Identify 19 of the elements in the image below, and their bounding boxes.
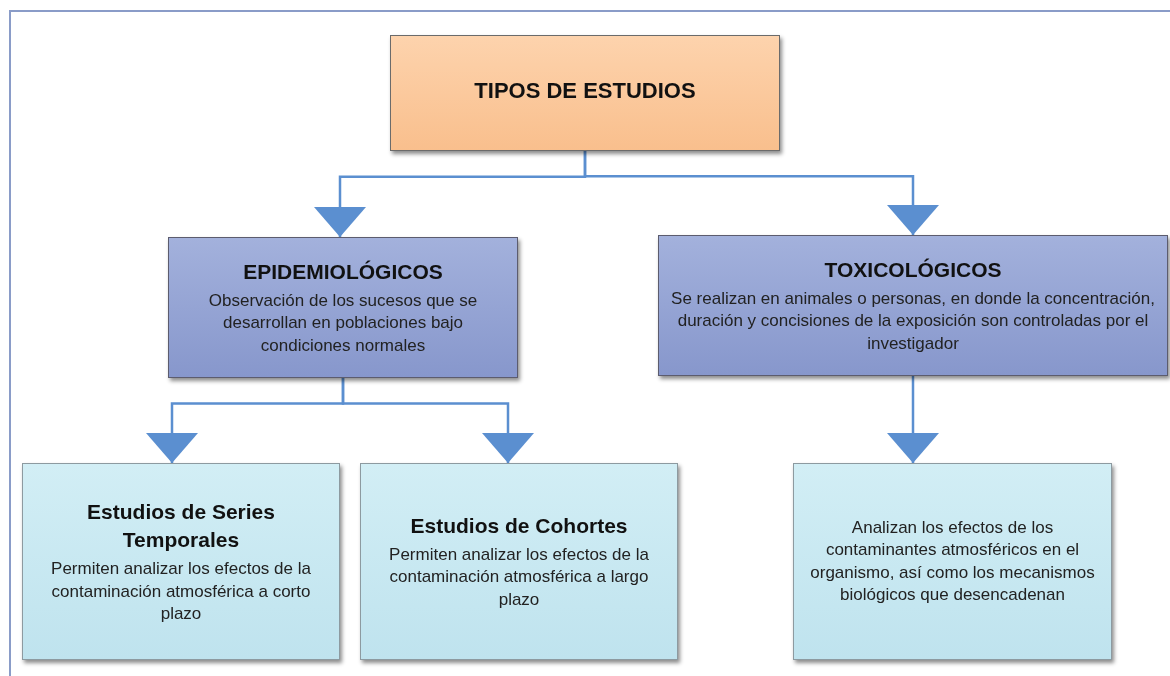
title-box xyxy=(390,35,780,151)
arrow xyxy=(887,376,939,463)
box-description: Se realizan en animales o personas, en donde la concentración, duración y concisiones de la exposición son controladas por el investigador xyxy=(670,288,1156,355)
category-box xyxy=(22,463,340,660)
arrow xyxy=(583,151,939,235)
category-box xyxy=(168,237,518,378)
box-heading: Estudios de Cohortes xyxy=(410,512,628,539)
box-heading: TOXICOLÓGICOS xyxy=(824,256,1002,283)
box-description: Observación de los sucesos que se desarrollan en poblaciones bajo condiciones normales xyxy=(207,290,479,357)
category-box xyxy=(793,463,1112,660)
category-box xyxy=(360,463,678,660)
box-description: Permiten analizar los efectos de la contaminación atmosférica a largo plazo xyxy=(388,544,650,611)
arrow xyxy=(341,378,534,463)
box-description: Analizan los efectos de los contaminantes atmosféricos en el organismo, así como los mecanismos biológicos que desencadenan xyxy=(809,516,1096,606)
box-description: Permiten analizar los efectos de la contaminación atmosférica a corto plazo xyxy=(50,558,312,626)
box-heading: TIPOS DE ESTUDIOS xyxy=(474,77,696,106)
box-heading: EPIDEMIOLÓGICOS xyxy=(243,258,443,285)
category-box xyxy=(658,235,1168,376)
box-heading: Estudios de Series Temporales xyxy=(86,498,276,553)
